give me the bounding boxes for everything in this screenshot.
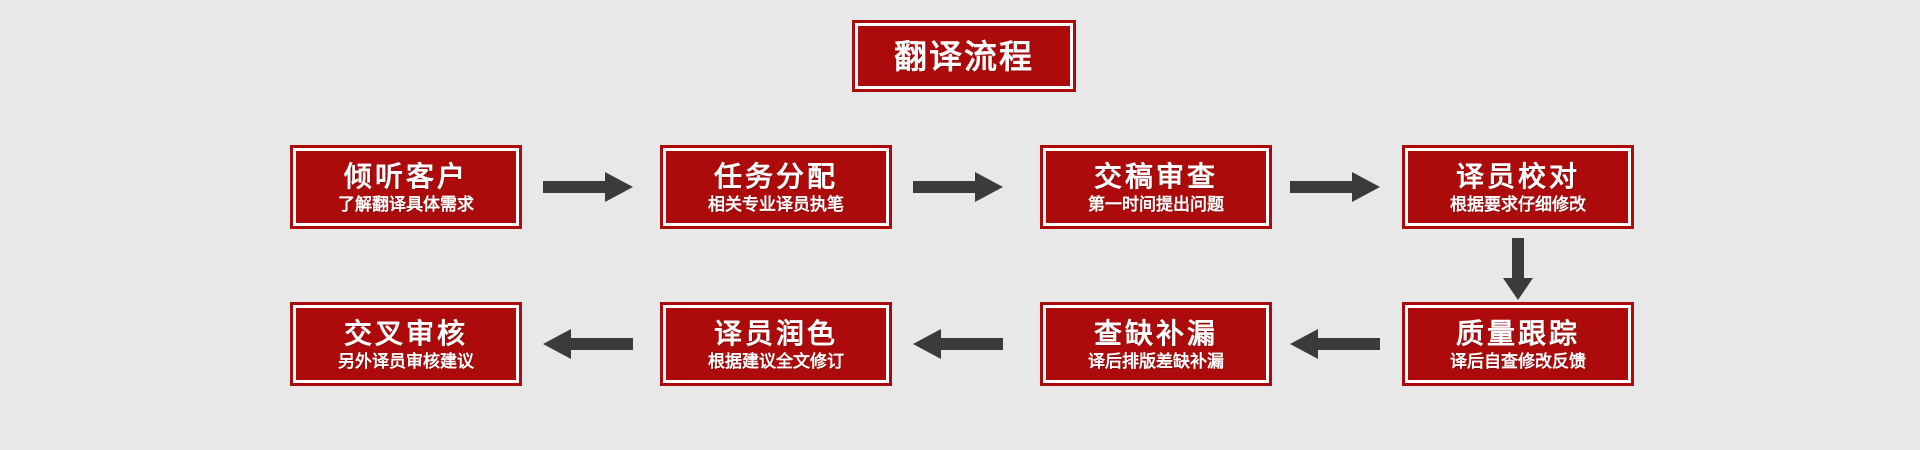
step-subtitle-6: 译后排版差缺补漏 — [1088, 351, 1224, 372]
flowchart-title-text: 翻译流程 — [894, 36, 1034, 76]
step-box-4[interactable]: 译员校对 根据要求仔细修改 — [1402, 145, 1634, 229]
arrow-down-1-icon — [1501, 238, 1535, 300]
arrow-right-2-icon — [913, 170, 1003, 204]
step-subtitle-8: 另外译员审核建议 — [338, 351, 474, 372]
step-subtitle-5: 译后自查修改反馈 — [1450, 351, 1586, 372]
step-subtitle-4: 根据要求仔细修改 — [1450, 194, 1586, 215]
step-title-1: 倾听客户 — [343, 159, 468, 193]
flowchart-title-box: 翻译流程 — [852, 20, 1076, 92]
arrow-left-3-icon — [543, 327, 633, 361]
step-title-4: 译员校对 — [1455, 159, 1580, 193]
step-title-6: 查缺补漏 — [1093, 316, 1218, 350]
step-subtitle-1: 了解翻译具体需求 — [338, 194, 474, 215]
step-subtitle-3: 第一时间提出问题 — [1088, 194, 1224, 215]
step-box-8[interactable]: 交叉审核 另外译员审核建议 — [290, 302, 522, 386]
arrow-right-1-icon — [543, 170, 633, 204]
step-title-7: 译员润色 — [713, 316, 838, 350]
step-title-5: 质量跟踪 — [1455, 316, 1580, 350]
step-subtitle-2: 相关专业译员执笔 — [708, 194, 844, 215]
step-box-5[interactable]: 质量跟踪 译后自查修改反馈 — [1402, 302, 1634, 386]
step-box-3[interactable]: 交稿审查 第一时间提出问题 — [1040, 145, 1272, 229]
step-box-7[interactable]: 译员润色 根据建议全文修订 — [660, 302, 892, 386]
step-title-3: 交稿审查 — [1093, 159, 1218, 193]
step-box-2[interactable]: 任务分配 相关专业译员执笔 — [660, 145, 892, 229]
arrow-left-2-icon — [913, 327, 1003, 361]
arrow-left-1-icon — [1290, 327, 1380, 361]
arrow-right-3-icon — [1290, 170, 1380, 204]
step-title-8: 交叉审核 — [343, 316, 468, 350]
step-subtitle-7: 根据建议全文修订 — [708, 351, 844, 372]
step-title-2: 任务分配 — [713, 159, 838, 193]
step-box-1[interactable]: 倾听客户 了解翻译具体需求 — [290, 145, 522, 229]
step-box-6[interactable]: 查缺补漏 译后排版差缺补漏 — [1040, 302, 1272, 386]
